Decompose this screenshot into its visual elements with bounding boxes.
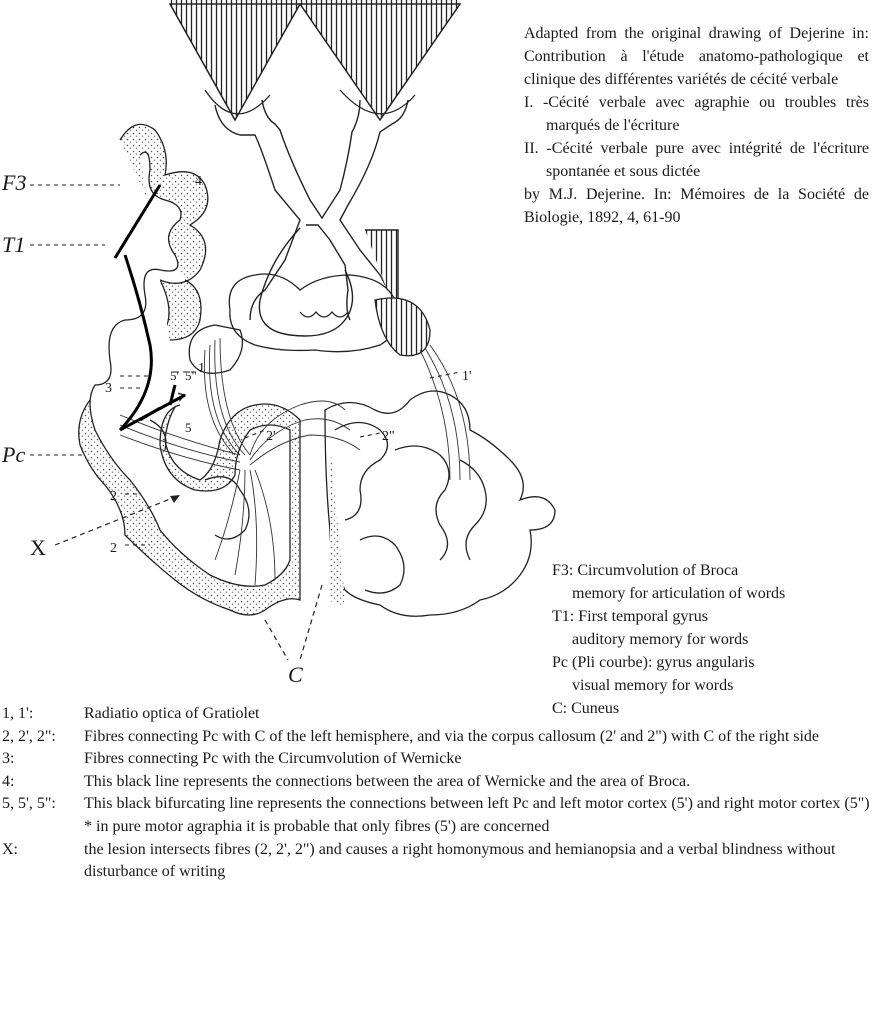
fibre-legend-row: * in pure motor agraphia it is probable … xyxy=(2,816,874,839)
label-c: C xyxy=(288,662,303,687)
region-legend: F3: Circumvolution of Broca memory for a… xyxy=(552,559,872,720)
source-note-citation: by M.J. Dejerine. In: Mémoires de la Soc… xyxy=(524,183,869,229)
label-f3: F3 xyxy=(1,170,26,195)
fibre-legend-key: 4: xyxy=(2,771,84,794)
fibre-legend-text: Radiatio optica of Gratiolet xyxy=(84,703,874,726)
fibre-legend-text: This black bifurcating line represents t… xyxy=(84,793,874,816)
fibre-legend-row: 2, 2', 2": Fibres connecting Pc with C o… xyxy=(2,726,874,749)
fibre-legend-text: * in pure motor agraphia it is probable … xyxy=(84,816,874,839)
fibre-legend-key: 2, 2', 2": xyxy=(2,726,84,749)
label-n1: 1 xyxy=(198,361,205,376)
legend-main: F3: Circumvolution of Broca xyxy=(552,559,872,582)
legend-entry: F3: Circumvolution of Broca memory for a… xyxy=(552,559,872,605)
label-n3: 3 xyxy=(105,381,112,396)
fibre-legend-key xyxy=(2,816,84,839)
fibre-legend-key: 1, 1': xyxy=(2,703,84,726)
fibre-legend-row: 5, 5', 5": This black bifurcating line r… xyxy=(2,793,874,816)
label-n5pp: 5" xyxy=(185,368,197,383)
fibre-legend-row: 1, 1': Radiatio optica of Gratiolet xyxy=(2,703,874,726)
legend-sub: memory for articulation of words xyxy=(552,582,872,605)
fibre-legend-key: 5, 5', 5": xyxy=(2,793,84,816)
label-n2p: 2' xyxy=(266,429,276,444)
fibre-legend-text: the lesion intersects fibres (2, 2', 2")… xyxy=(84,839,874,884)
fibre-legend-row: 4: This black line represents the connec… xyxy=(2,771,874,794)
visual-field-cones xyxy=(170,0,460,120)
legend-sub: auditory memory for words xyxy=(552,628,872,651)
source-note-item-2: II. -Cécité verbale pure avec intégrité … xyxy=(524,137,869,183)
label-n2b: 2 xyxy=(110,541,117,556)
source-note: Adapted from the original drawing of Dej… xyxy=(524,22,869,229)
legend-main: T1: First temporal gyrus xyxy=(552,605,872,628)
fibre-legend-row: X: the lesion intersects fibres (2, 2', … xyxy=(2,839,874,884)
label-x: X xyxy=(30,535,46,560)
label-pc: Pc xyxy=(1,442,25,467)
label-t1: T1 xyxy=(2,232,25,257)
source-note-intro: Adapted from the original drawing of Dej… xyxy=(524,22,869,91)
fibre-legend-text: Fibres connecting Pc with C of the left … xyxy=(84,726,874,749)
label-n5: 5 xyxy=(185,420,192,435)
legend-entry: T1: First temporal gyrus auditory memory… xyxy=(552,605,872,651)
fibre-legend-key: X: xyxy=(2,839,84,884)
fibre-legend-key: 3: xyxy=(2,748,84,771)
source-note-item-1: I. -Cécité verbale avec agraphie ou trou… xyxy=(524,91,869,137)
right-hemisphere xyxy=(325,391,555,616)
fibre-legend: 1, 1': Radiatio optica of Gratiolet 2, 2… xyxy=(2,703,874,884)
label-n2pp: 2" xyxy=(382,429,395,444)
label-n4: 4 xyxy=(195,174,202,189)
legend-sub: visual memory for words xyxy=(552,674,872,697)
fibre-legend-text: Fibres connecting Pc with the Circumvolu… xyxy=(84,748,874,771)
label-n2a: 2 xyxy=(110,489,117,504)
fibre-legend-row: 3: Fibres connecting Pc with the Circumv… xyxy=(2,748,874,771)
label-n1p: 1' xyxy=(462,369,472,384)
legend-main: Pc (Pli courbe): gyrus angularis xyxy=(552,651,872,674)
fibre-legend-text: This black line represents the connectio… xyxy=(84,771,874,794)
legend-entry: Pc (Pli courbe): gyrus angularis visual … xyxy=(552,651,872,697)
label-n5p: 5' xyxy=(170,368,179,383)
